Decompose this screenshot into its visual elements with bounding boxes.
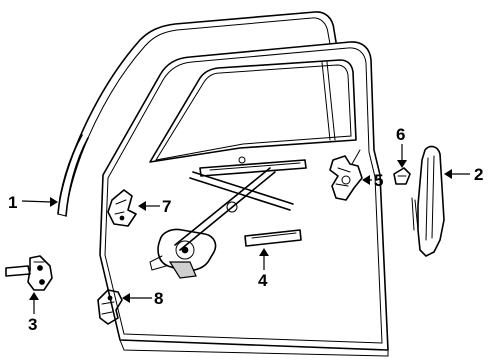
callout-3: 3 — [28, 292, 39, 334]
svg-text:1: 1 — [8, 193, 17, 212]
door-check-part — [97, 289, 123, 325]
svg-text:7: 7 — [162, 197, 171, 216]
svg-text:4: 4 — [258, 271, 268, 290]
hinge-part — [5, 255, 53, 291]
callout-5: 5 — [362, 171, 383, 190]
small-clip-part — [393, 167, 411, 185]
door-panel — [99, 41, 389, 357]
rear-channel-part — [411, 145, 445, 257]
door-lock-part — [329, 149, 363, 201]
callout-1: 1 — [8, 193, 58, 212]
glass-run-strip — [57, 134, 89, 217]
door-frame-channel — [59, 11, 337, 201]
svg-text:2: 2 — [474, 165, 483, 184]
callout-7: 7 — [138, 197, 171, 216]
window-regulator — [149, 156, 307, 279]
inside-handle-part — [107, 189, 137, 227]
svg-text:6: 6 — [396, 125, 405, 144]
svg-text:3: 3 — [28, 315, 37, 334]
callout-6: 6 — [396, 125, 407, 168]
callout-2: 2 — [444, 165, 483, 184]
callout-4: 4 — [258, 248, 269, 290]
callout-8: 8 — [122, 289, 163, 308]
svg-text:8: 8 — [154, 289, 163, 308]
svg-text:5: 5 — [374, 171, 383, 190]
